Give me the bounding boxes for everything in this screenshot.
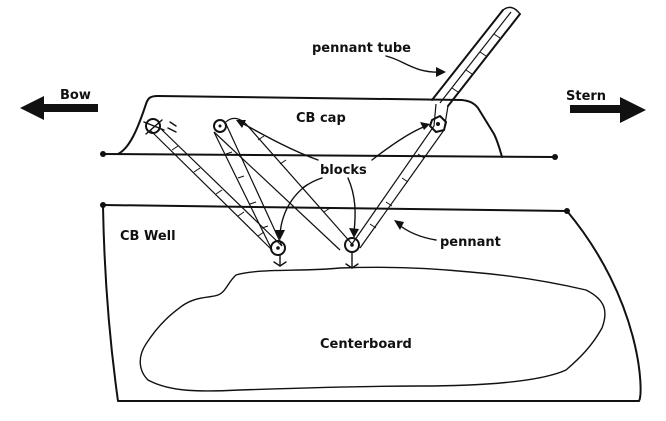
stern-arrow	[570, 97, 646, 123]
cb-well-outline	[102, 205, 642, 402]
cap-line-end-dot	[100, 151, 106, 157]
lower-block-icon	[270, 240, 287, 267]
tube-block-icon	[429, 115, 447, 133]
stern-label: Stern	[566, 89, 606, 104]
pennant-label: pennant	[440, 235, 501, 250]
blocks-label: blocks	[320, 163, 367, 178]
centerboard-label: Centerboard	[320, 337, 412, 352]
centerboard-outline	[139, 266, 606, 392]
lower-block-icon	[344, 237, 360, 269]
bow-label: Bow	[60, 88, 91, 103]
bow-arrow	[20, 96, 98, 120]
cb-cap-label: CB cap	[296, 111, 346, 126]
bow-knot-fitting	[143, 118, 177, 135]
well-top-line	[102, 204, 568, 212]
upper-block-icon	[213, 119, 227, 133]
callout-arrows	[236, 55, 446, 241]
well-line-end-dot	[100, 202, 106, 208]
cap-base-line	[102, 153, 556, 158]
tackle-rope	[149, 103, 449, 251]
pennant-tube-label: pennant tube	[312, 41, 411, 56]
pennant-tube	[431, 6, 521, 107]
cap-line-end-dot	[552, 154, 558, 160]
cb-well-label: CB Well	[120, 229, 176, 244]
cb-cap-outline	[117, 95, 503, 158]
